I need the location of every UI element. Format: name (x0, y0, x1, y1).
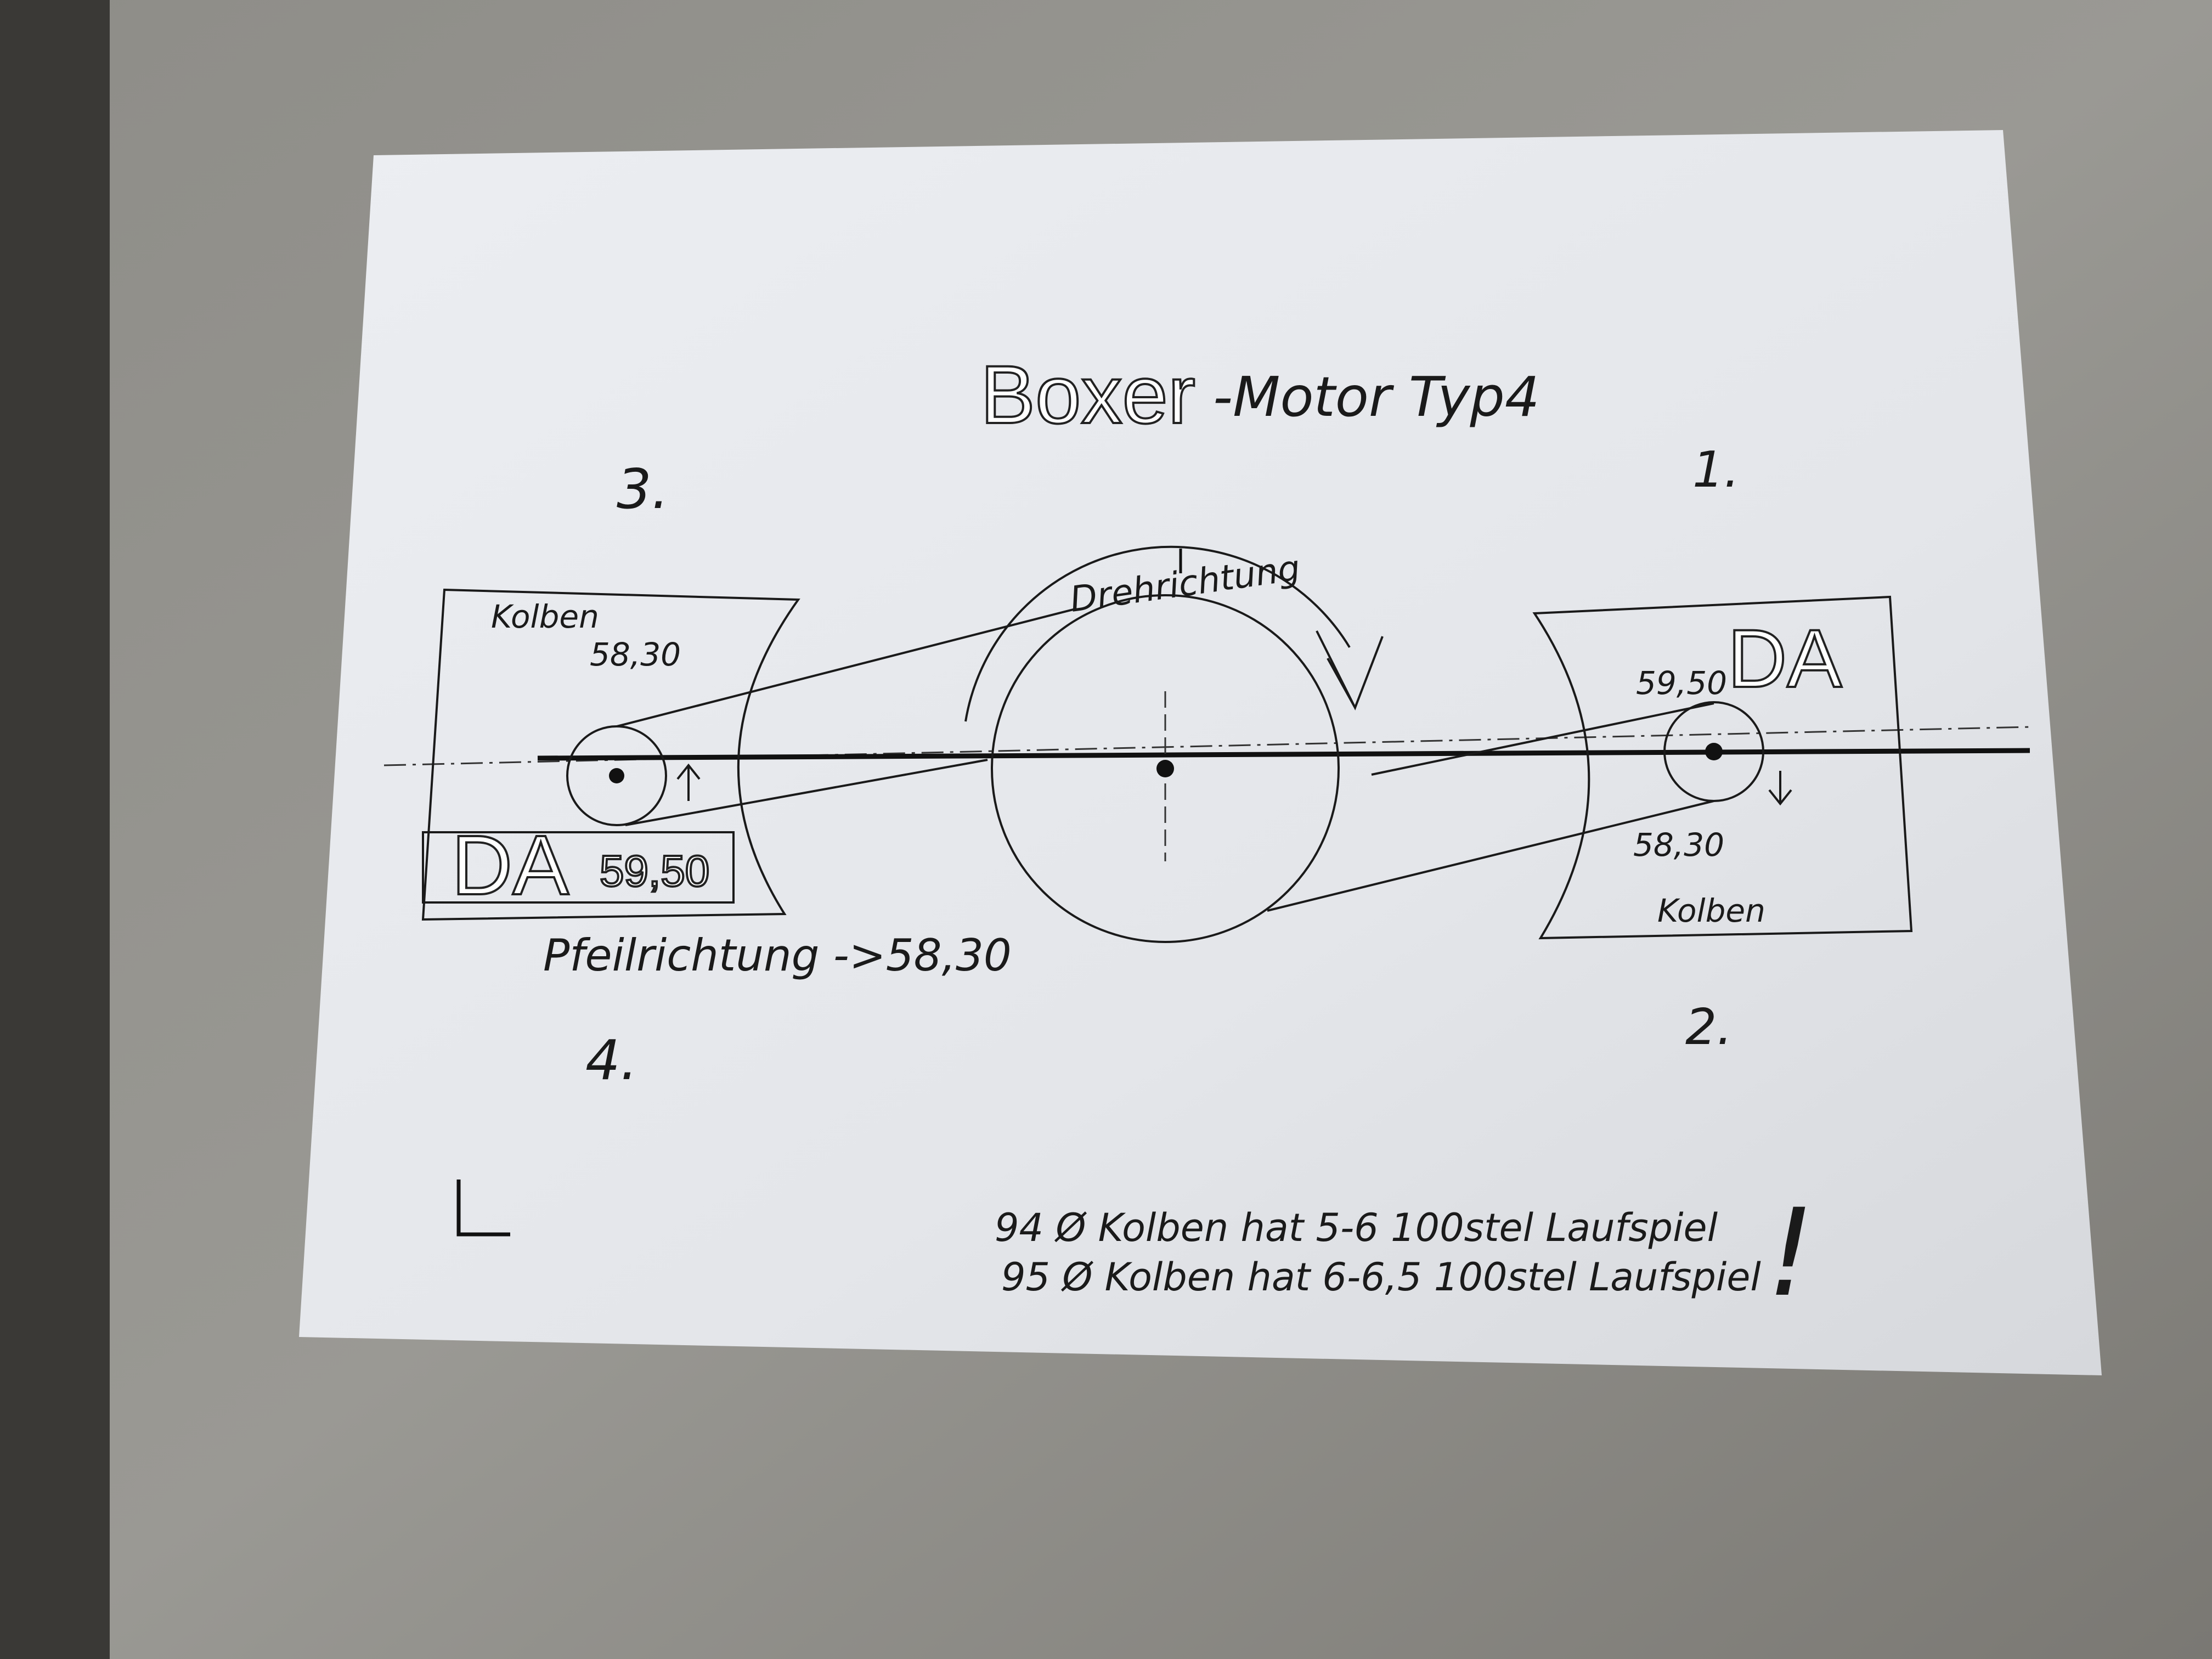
left-da-value: 59,50 (600, 847, 709, 895)
cylinder-3-label: 3. (617, 457, 669, 521)
arrow-down-icon (1768, 771, 1792, 806)
right-rod-bottom (1267, 800, 1714, 912)
left-piston-label: Kolben (491, 598, 599, 635)
arrow-direction-note: Pfeilrichtung ->58,30 (543, 930, 1012, 981)
crankshaft-circle (991, 594, 1340, 943)
right-da-value: 59,50 (1636, 664, 1727, 702)
left-da-box (422, 831, 735, 904)
right-piston-label: Kolben (1657, 892, 1765, 929)
note-94: 94 Ø Kolben hat 5-6 100stel Laufspiel (995, 1205, 1718, 1250)
right-da-label: DA (1728, 612, 1842, 704)
arrow-up-icon (676, 763, 701, 801)
left-piston-outline (421, 588, 800, 921)
dark-edge (0, 0, 110, 1659)
exclamation-mark: ! (1767, 1183, 1815, 1323)
note-95: 95 Ø Kolben hat 6-6,5 100stel Laufspiel (1001, 1255, 1761, 1300)
cylinder-2-label: 2. (1685, 998, 1733, 1056)
left-da-label: DA (452, 818, 569, 912)
right-rod-top (1371, 702, 1714, 776)
left-rod-bottom (625, 759, 988, 826)
cylinder-4-label: 4. (585, 1028, 637, 1092)
crank-axis-line (537, 748, 2030, 761)
crank-center (1156, 760, 1174, 777)
cylinder-1-label: 1. (1692, 441, 1740, 499)
right-pin-center (1705, 743, 1723, 760)
axis-icon (456, 1180, 510, 1237)
title-subtitle: -Motor Typ4 (1213, 365, 1540, 429)
left-piston-value-top: 58,30 (590, 636, 681, 673)
title-boxer: Boxer (980, 348, 1195, 441)
left-rod-top (616, 608, 1076, 727)
right-piston-pin (1663, 701, 1764, 802)
rotation-arrow-icon (1316, 630, 1384, 710)
rotation-arc (964, 545, 1351, 722)
right-piston-outline (1532, 595, 1913, 940)
right-piston-value-bottom: 58,30 (1633, 826, 1724, 864)
left-pin-center (609, 768, 624, 783)
